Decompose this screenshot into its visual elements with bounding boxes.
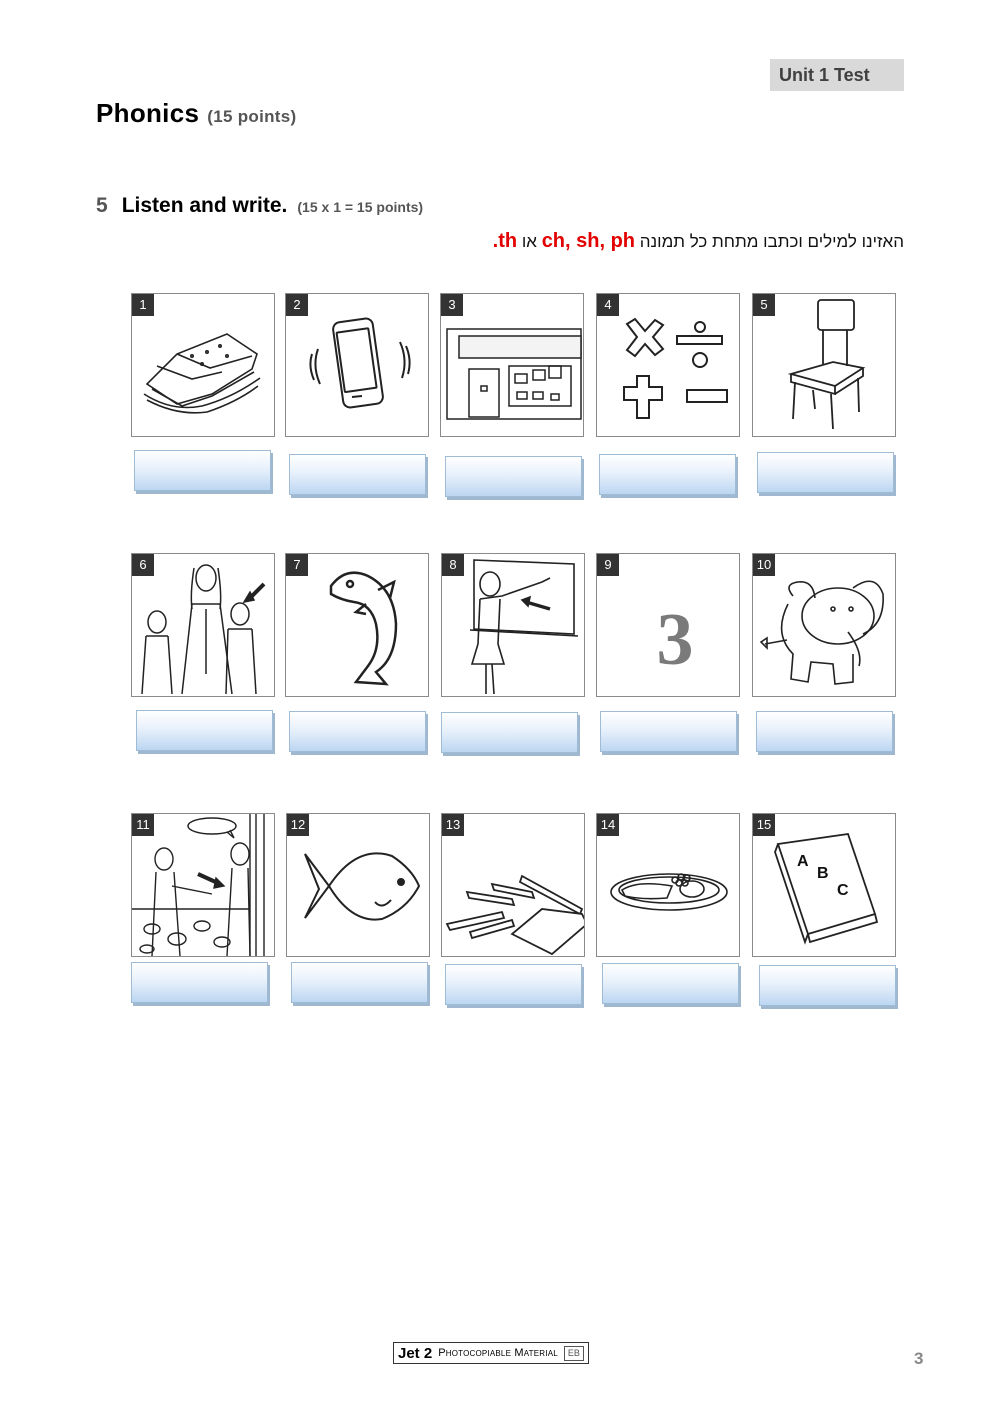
footer-brand: Jet 2: [398, 1344, 433, 1362]
item-number: 8: [442, 554, 464, 576]
answer-input-4[interactable]: [600, 455, 739, 496]
svg-text:A: A: [797, 853, 809, 870]
chair-icon: [787, 299, 866, 430]
section-points: (15 points): [207, 107, 297, 126]
answer-input-6[interactable]: [137, 711, 276, 752]
task-title: Listen and write.: [121, 194, 288, 217]
svg-text:C: C: [837, 882, 849, 899]
picture-card-6: 6: [131, 553, 275, 697]
item-number: 2: [286, 294, 308, 316]
item-number: 13: [442, 814, 464, 836]
answer-input-5[interactable]: [758, 453, 897, 494]
footer-credit: Jet 2 Photocopiable Material EB: [393, 1342, 589, 1364]
answer-input-7[interactable]: [290, 712, 429, 753]
picture-card-12: 12: [286, 813, 430, 957]
picture-card-11: 11: [131, 813, 275, 957]
fish-icon: [304, 852, 421, 921]
answer-box-11[interactable]: [131, 962, 271, 1004]
answer-box-12[interactable]: [291, 962, 431, 1004]
answer-input-9[interactable]: [601, 712, 740, 753]
answer-input-15[interactable]: [760, 966, 899, 1007]
section-title: Phonics (15 points): [96, 98, 296, 129]
item-number: 14: [597, 814, 619, 836]
footer-text: Photocopiable Material: [438, 1347, 558, 1359]
answer-box-13[interactable]: [445, 964, 585, 1006]
answer-box-5[interactable]: [757, 452, 897, 494]
item-number: 11: [132, 814, 154, 836]
picture-card-4: 4: [596, 293, 740, 437]
picture-card-5: 5: [752, 293, 896, 437]
answer-box-9[interactable]: [600, 711, 740, 753]
picture-card-14: 14: [596, 813, 740, 957]
item-number: 7: [286, 554, 308, 576]
shop-icon: [446, 328, 582, 420]
item-number: 4: [597, 294, 619, 316]
number-three-icon: 3: [657, 599, 694, 681]
item-number: 1: [132, 294, 154, 316]
math-symbols-icon: [623, 317, 728, 419]
picture-card-10: 10: [752, 553, 896, 697]
picture-card-15: A B C 15: [752, 813, 896, 957]
answer-box-10[interactable]: [756, 711, 896, 753]
elephant-icon: [759, 580, 884, 685]
item-number: 3: [441, 294, 463, 316]
answer-box-3[interactable]: [445, 456, 585, 498]
item-number: 9: [597, 554, 619, 576]
answer-box-15[interactable]: [759, 965, 899, 1007]
item-number: 6: [132, 554, 154, 576]
sandwich-icon: [143, 333, 261, 414]
family-son-icon: [141, 564, 266, 695]
picture-card-9: 3 9: [596, 553, 740, 697]
answer-box-7[interactable]: [289, 711, 429, 753]
answer-box-6[interactable]: [136, 710, 276, 752]
answer-input-10[interactable]: [757, 712, 896, 753]
answer-input-12[interactable]: [292, 963, 431, 1004]
unit-test-badge: Unit 1 Test: [770, 59, 904, 91]
instruction-or: או: [521, 232, 537, 251]
phone-icon: [309, 317, 411, 409]
svg-text:3: 3: [657, 599, 694, 681]
picture-card-13: 13: [441, 813, 585, 957]
item-number: 15: [753, 814, 775, 836]
answer-box-8[interactable]: [441, 712, 581, 754]
section-title-text: Phonics: [96, 98, 200, 128]
item-number: 12: [287, 814, 309, 836]
task-heading: 5 Listen and write. (15 x 1 = 15 points): [96, 194, 423, 218]
picture-card-2: 2: [285, 293, 429, 437]
item-number: 5: [753, 294, 775, 316]
answer-input-2[interactable]: [290, 455, 429, 496]
hebrew-instruction: האזינו למילים וכתבו מתחת כל תמונה ch, sh…: [493, 230, 904, 253]
chips-icon: [445, 874, 584, 956]
answer-input-14[interactable]: [603, 964, 742, 1005]
instruction-digraphs: ch, sh, ph: [541, 230, 636, 252]
answer-box-1[interactable]: [134, 450, 274, 492]
instruction-last-digraph: th.: [492, 230, 518, 252]
picture-card-1: 1: [131, 293, 275, 437]
teacher-shirt-icon: [469, 559, 579, 695]
picture-card-7: 7: [285, 553, 429, 697]
answer-input-1[interactable]: [135, 451, 274, 492]
answer-box-4[interactable]: [599, 454, 739, 496]
publisher-logo-icon: EB: [563, 1345, 584, 1361]
answer-input-3[interactable]: [446, 457, 585, 498]
picture-card-3: 3: [440, 293, 584, 437]
instruction-text: האזינו למילים וכתבו מתחת כל תמונה: [639, 232, 904, 251]
answer-input-13[interactable]: [446, 965, 585, 1006]
answer-input-11[interactable]: [132, 963, 271, 1004]
page-number: 3: [914, 1349, 924, 1368]
thank-you-girl-icon: [132, 814, 265, 956]
answer-box-14[interactable]: [602, 963, 742, 1005]
task-points: (15 x 1 = 15 points): [297, 199, 424, 215]
plate-of-food-icon: [610, 873, 728, 911]
alphabet-book-icon: A B C: [774, 833, 879, 945]
answer-input-8[interactable]: [442, 713, 581, 754]
picture-card-8: 8: [441, 553, 585, 697]
task-number: 5: [96, 194, 108, 217]
svg-text:B: B: [817, 865, 829, 882]
dolphin-icon: [329, 571, 398, 686]
item-number: 10: [753, 554, 775, 576]
answer-box-2[interactable]: [289, 454, 429, 496]
